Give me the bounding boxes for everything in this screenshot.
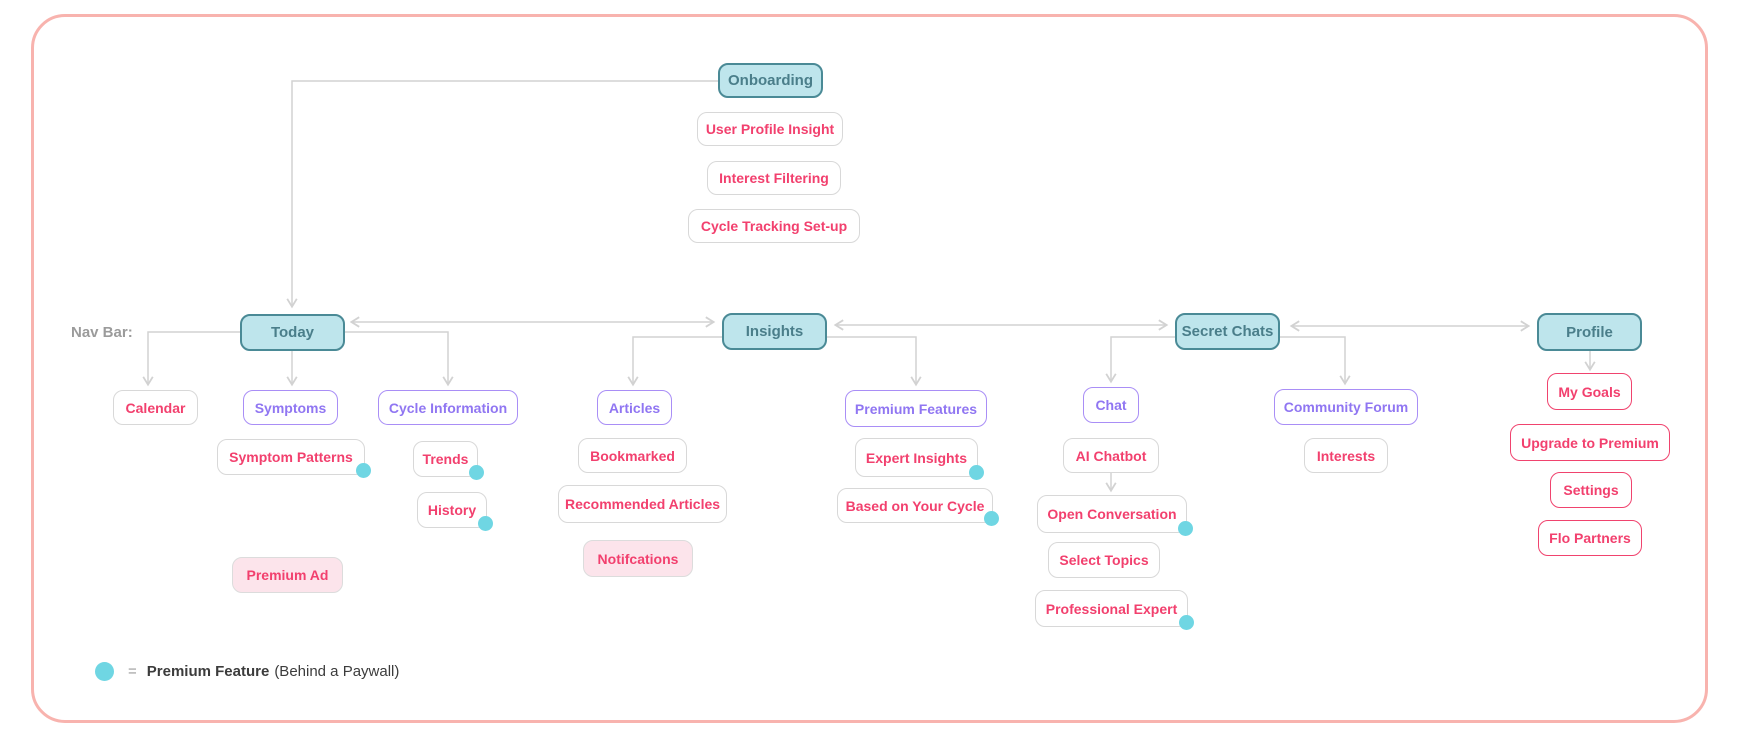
connector-secret-chats-to-community-forum — [1280, 336, 1351, 386]
node-my-goals: My Goals — [1547, 373, 1632, 410]
node-label: Articles — [608, 399, 661, 416]
connector-today-to-calendar — [142, 331, 240, 387]
node-label: Premium Features — [854, 400, 978, 417]
connector-insights-to-articles — [627, 336, 722, 387]
diagram-frame — [31, 14, 1708, 723]
node-label: Upgrade to Premium — [1521, 434, 1659, 451]
node-onboarding: Onboarding — [718, 63, 823, 98]
node-label: Symptom Patterns — [229, 449, 353, 465]
node-premium-ad: Premium Ad — [232, 557, 343, 593]
node-label: Expert Insights — [865, 449, 968, 466]
connector-insights-to-premium-features — [827, 336, 922, 387]
node-label: Insights — [745, 323, 804, 340]
legend-description: (Behind a Paywall) — [274, 663, 400, 680]
node-history: History — [417, 492, 493, 531]
node-ai-chatbot: AI Chatbot — [1063, 438, 1159, 473]
premium-dot-icon — [356, 463, 371, 478]
premium-dot-icon — [478, 516, 493, 531]
premium-dot-icon — [469, 465, 484, 480]
node-today: Today — [240, 314, 345, 351]
node-cycle-information: Cycle Information — [378, 390, 518, 425]
premium-dot-legend-icon — [95, 662, 114, 681]
node-upgrade-to-premium: Upgrade to Premium — [1510, 424, 1670, 461]
node-flo-partners: Flo Partners — [1538, 520, 1642, 556]
node-label: Chat — [1095, 397, 1127, 413]
connector-today-to-cycle-information — [345, 331, 454, 387]
node-label: AI Chatbot — [1075, 447, 1147, 464]
premium-dot-icon — [969, 465, 984, 480]
node-calendar: Calendar — [113, 390, 198, 425]
node-cycle-tracking-setup: Cycle Tracking Set-up — [688, 209, 860, 243]
node-label: Today — [270, 324, 315, 341]
connector-onboarding-to-today — [286, 80, 718, 309]
connector-secret-chats-to-chat — [1105, 336, 1175, 384]
node-label: Based on Your Cycle — [845, 497, 985, 514]
node-label: Flo Partners — [1549, 530, 1631, 546]
node-label: Profile — [1566, 323, 1613, 341]
node-label: Cycle Information — [388, 399, 508, 416]
node-notifcations: Notifcations — [583, 540, 693, 577]
node-label: Community Forum — [1283, 399, 1409, 415]
legend: = Premium Feature (Behind a Paywall) — [95, 662, 399, 681]
node-expert-insights: Expert Insights — [855, 438, 984, 480]
node-label: Recommended Articles — [564, 496, 721, 512]
node-interests: Interests — [1304, 438, 1388, 473]
node-label: Notifcations — [597, 550, 679, 567]
node-chat: Chat — [1083, 387, 1139, 423]
premium-dot-icon — [1179, 615, 1194, 630]
node-label: Secret Chats — [1181, 323, 1274, 340]
node-recommended-articles: Recommended Articles — [558, 485, 727, 523]
node-professional-expert: Professional Expert — [1035, 590, 1194, 630]
node-insights: Insights — [722, 313, 827, 350]
node-symptom-patterns: Symptom Patterns — [217, 439, 371, 478]
premium-dot-icon — [1178, 521, 1193, 536]
node-label: Interest Filtering — [719, 170, 829, 186]
node-label: Calendar — [125, 399, 186, 416]
node-label: Select Topics — [1059, 552, 1149, 568]
node-user-profile-insight: User Profile Insight — [697, 112, 843, 146]
node-interest-filtering: Interest Filtering — [707, 161, 841, 195]
node-label: Onboarding — [728, 72, 813, 89]
node-premium-features: Premium Features — [845, 390, 987, 427]
node-label: Trends — [422, 451, 469, 467]
legend-term: Premium Feature — [146, 663, 270, 680]
node-label: Premium Ad — [246, 567, 329, 583]
node-bookmarked: Bookmarked — [578, 438, 687, 473]
node-label: History — [427, 502, 477, 518]
node-label: Professional Expert — [1045, 600, 1178, 617]
node-community-forum: Community Forum — [1274, 389, 1418, 425]
node-label: My Goals — [1558, 383, 1621, 400]
node-trends: Trends — [413, 441, 484, 480]
node-label: Interests — [1316, 447, 1376, 464]
premium-dot-icon — [984, 511, 999, 526]
node-label: Symptoms — [254, 399, 327, 416]
node-label: Bookmarked — [590, 447, 675, 464]
node-open-conversation: Open Conversation — [1037, 495, 1193, 536]
nav-bar-label: Nav Bar: — [71, 324, 133, 341]
node-secret-chats: Secret Chats — [1175, 313, 1280, 350]
node-profile: Profile — [1537, 313, 1642, 351]
node-settings: Settings — [1550, 472, 1632, 508]
legend-equals: = — [128, 663, 137, 680]
node-articles: Articles — [597, 390, 672, 425]
node-label: Settings — [1563, 482, 1619, 498]
node-label: Cycle Tracking Set-up — [700, 218, 848, 234]
node-select-topics: Select Topics — [1048, 542, 1160, 578]
node-label: Open Conversation — [1047, 506, 1177, 522]
node-symptoms: Symptoms — [243, 390, 338, 425]
node-based-on-your-cycle: Based on Your Cycle — [837, 488, 999, 526]
node-label: User Profile Insight — [705, 121, 835, 137]
